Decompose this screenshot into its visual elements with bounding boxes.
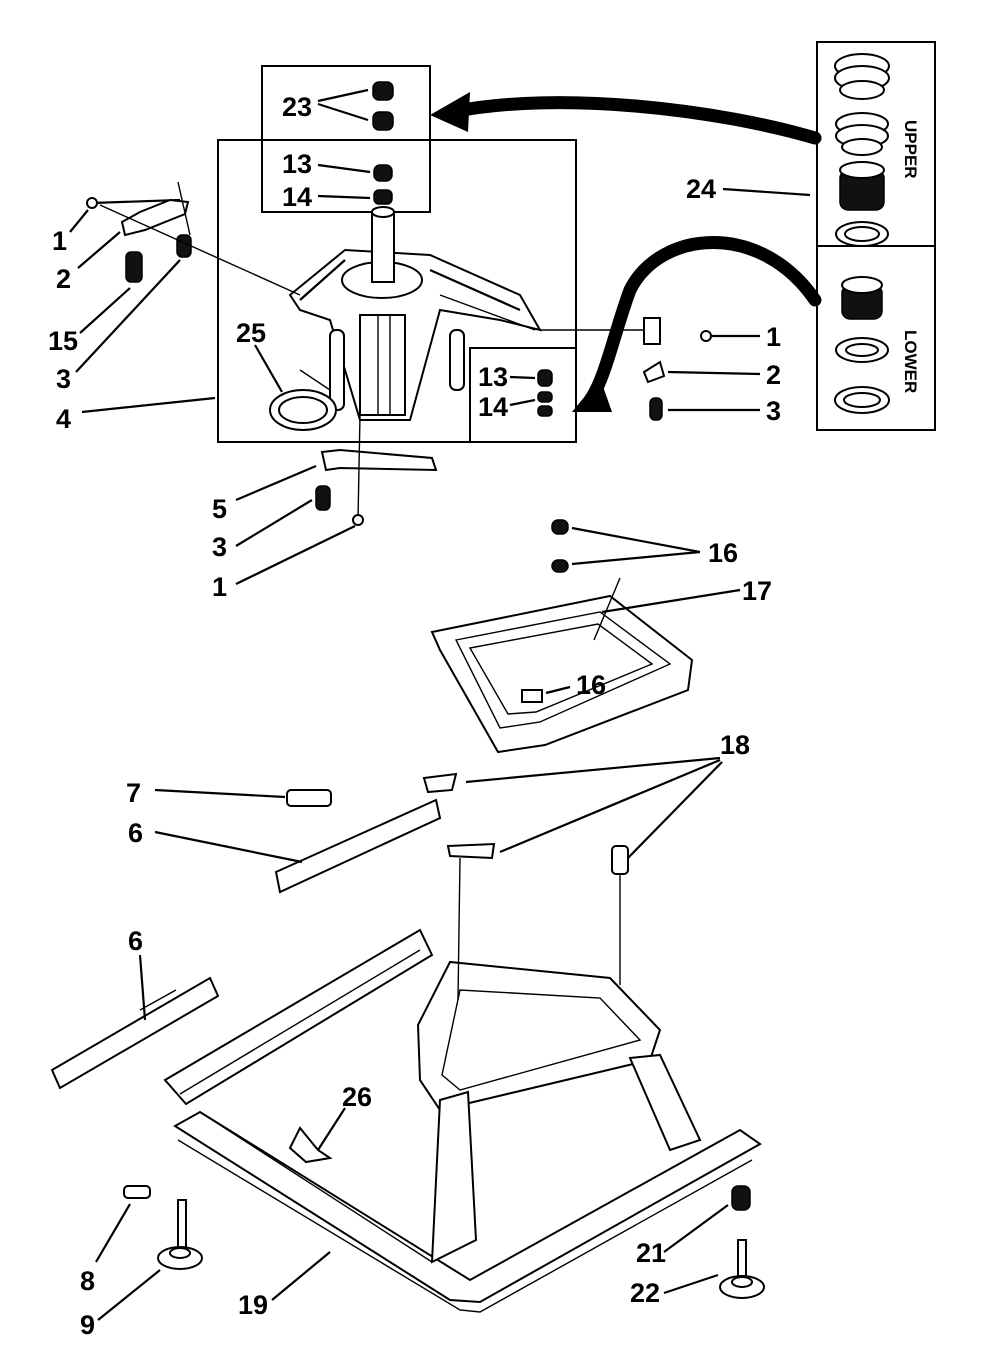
callout-7: 7 xyxy=(126,778,141,808)
bearing-kit-panel: UPPER LOWER xyxy=(816,41,936,431)
callout-2-top-left: 2 xyxy=(56,264,71,294)
upper-label: UPPER xyxy=(901,120,920,179)
lower-label: LOWER xyxy=(901,330,920,393)
callout-16-top: 16 xyxy=(708,538,738,568)
lower-suspension-bracket xyxy=(315,414,438,526)
callout-9: 9 xyxy=(80,1310,95,1340)
callout-6-upper: 6 xyxy=(128,818,143,848)
transmission-assembly xyxy=(288,206,543,421)
callout-5: 5 xyxy=(212,494,227,524)
callout-6-lower: 6 xyxy=(128,926,143,956)
callout-1-top-left: 1 xyxy=(52,226,67,256)
drive-ring-seal xyxy=(269,369,337,431)
callout-16-mid: 16 xyxy=(576,670,606,700)
callout-14-top: 14 xyxy=(282,182,312,212)
callout-14-inset: 14 xyxy=(478,392,508,422)
callout-8: 8 xyxy=(80,1266,95,1296)
callout-2-right: 2 xyxy=(766,360,781,390)
upper-bearing-rings xyxy=(834,53,890,247)
top-frame xyxy=(430,519,694,754)
callout-19: 19 xyxy=(238,1290,268,1320)
callout-24: 24 xyxy=(686,174,716,204)
callout-26: 26 xyxy=(342,1082,372,1112)
callout-4: 4 xyxy=(56,404,71,434)
right-snubber-assembly xyxy=(540,317,712,421)
seal-parts xyxy=(372,81,553,417)
callout-13-inset: 13 xyxy=(478,362,508,392)
callout-15: 15 xyxy=(48,326,78,356)
callout-3-lower: 3 xyxy=(212,532,227,562)
bearing-kit-arrows xyxy=(430,92,822,412)
callout-13-top: 13 xyxy=(282,149,312,179)
leveling-feet xyxy=(123,1185,765,1299)
callout-1-lower: 1 xyxy=(212,572,227,602)
leader-lines xyxy=(69,88,811,1321)
callout-3-right: 3 xyxy=(766,396,781,426)
callout-21: 21 xyxy=(636,1238,666,1268)
base-cabinet-frame xyxy=(163,857,762,1313)
callout-1-right: 1 xyxy=(766,322,781,352)
callout-25: 25 xyxy=(236,318,266,348)
left-snubber-assembly xyxy=(86,181,301,296)
callout-22: 22 xyxy=(630,1278,660,1308)
callout-17: 17 xyxy=(742,576,772,606)
lower-bearing-rings xyxy=(834,276,890,414)
callout-3-top-left: 3 xyxy=(56,364,71,394)
shaft-seal-box xyxy=(217,65,577,443)
callout-labels: 23 13 14 1 2 15 3 4 25 13 14 1 2 3 24 5 … xyxy=(48,92,781,1340)
callout-23: 23 xyxy=(282,92,312,122)
callout-18: 18 xyxy=(720,730,750,760)
clips-and-brackets xyxy=(50,772,629,1090)
